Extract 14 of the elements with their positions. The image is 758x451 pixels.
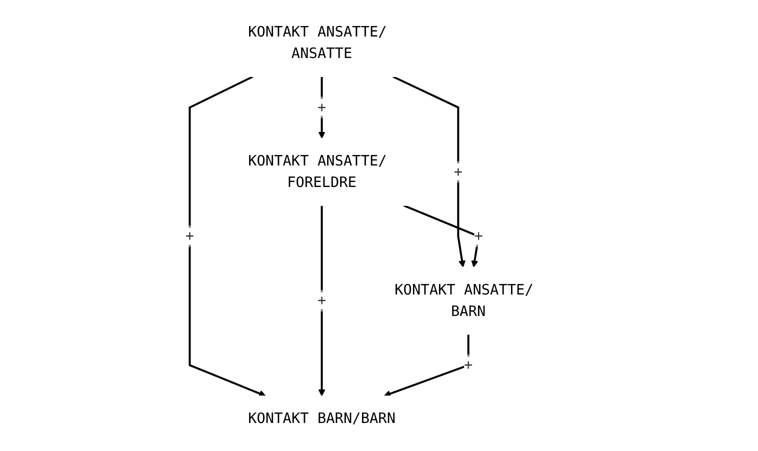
edge-label: + [464,356,473,374]
arrow [188,76,266,397]
node-text: KONTAKT ANSATTE/ FORELDRE [248,152,387,192]
node-text: KONTAKT ANSATTE/ BARN [394,282,534,320]
node-text: KONTAKT BARN/BARN [248,410,396,428]
arrow [384,334,470,398]
edge-label: + [318,99,326,116]
edge-label: + [474,228,483,245]
edge-label: + [454,163,463,180]
node-text: KONTAKT ANSATTE/ ANSATTE [248,24,387,62]
arrow [392,76,466,268]
edge-label: + [186,228,194,245]
arrow [403,204,480,268]
edge-label: + [318,292,326,310]
